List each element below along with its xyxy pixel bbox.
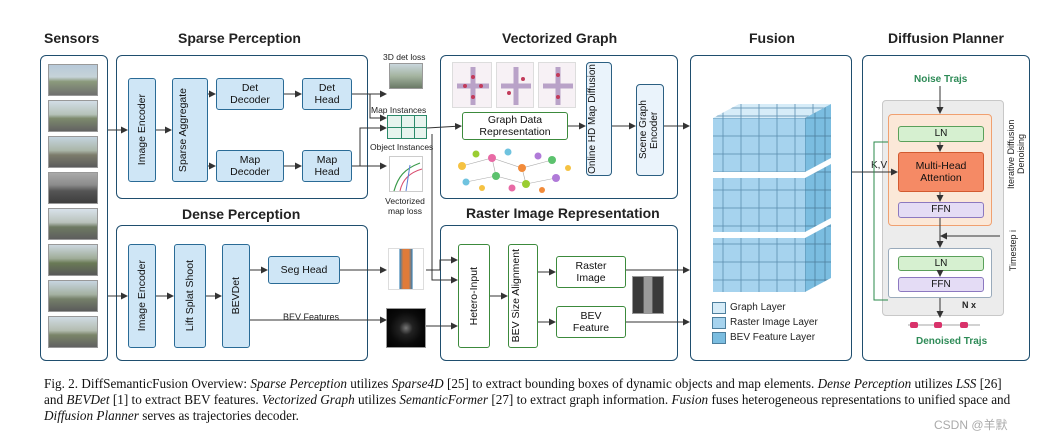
denoised-trajs-graphic <box>904 318 984 332</box>
sparse-perception-title: Sparse Perception <box>178 30 301 46</box>
graph-nodes-icon <box>543 67 573 105</box>
bev-size-alignment-block: BEV Size Alignment <box>508 244 538 348</box>
graph-nodes-icon <box>501 67 531 105</box>
dense-perception-title: Dense Perception <box>182 206 301 222</box>
scene-graph-encoder-block: Scene Graph Encoder <box>636 84 664 176</box>
map-loss-image <box>389 156 423 192</box>
det-decoder-block: Det Decoder <box>216 78 284 110</box>
sensor-image <box>48 136 98 168</box>
lift-splat-shoot-block: Lift Splat Shoot <box>174 244 206 348</box>
sensor-image <box>48 208 98 240</box>
sparse-image-encoder-block: Image Encoder <box>128 78 156 182</box>
diffusion-planner-title: Diffusion Planner <box>888 30 1004 46</box>
bevdet-block: BEVDet <box>222 244 250 348</box>
sensors-title: Sensors <box>44 30 100 46</box>
fusion-layers-icon <box>713 104 831 292</box>
sensor-image <box>48 316 98 348</box>
sensor-image <box>48 172 98 204</box>
sensor-image <box>48 244 98 276</box>
seg-output-image <box>388 248 424 290</box>
trajectory-dots-icon <box>908 322 980 328</box>
graph-layer-label: Graph Layer <box>730 302 786 313</box>
raster-image-block: Raster Image <box>556 256 626 288</box>
raster-image-thumbnail <box>632 276 664 314</box>
figure-caption: Fig. 2. DiffSemanticFusion Overview: Spa… <box>44 376 1011 423</box>
object-instances-label: Object Instances <box>370 142 434 152</box>
ffn-block-2: FFN <box>898 277 984 292</box>
bev-features-label: BEV Features <box>283 312 340 322</box>
map-head-block: Map Head <box>302 150 352 182</box>
graph-data-representation-block: Graph Data Representation <box>462 112 568 140</box>
graph-network-image <box>452 146 574 194</box>
raster-image-title: Raster Image Representation <box>466 205 660 221</box>
watermark: CSDN @羊默 <box>934 418 1008 432</box>
hetero-input-block: Hetero-Input <box>458 244 490 348</box>
kv-label: K,V <box>871 160 888 171</box>
graph-map-image <box>496 62 534 108</box>
vectorized-graph-title: Vectorized Graph <box>502 30 618 46</box>
raster-layer-label: Raster Image Layer <box>730 317 818 328</box>
scene-graph-icon <box>458 148 571 193</box>
bev-layer-swatch <box>712 332 726 344</box>
sensor-image <box>48 280 98 312</box>
noise-trajs-label: Noise Trajs <box>914 74 968 85</box>
n-times-label: N x <box>962 300 977 310</box>
sparse-aggregate-block: Sparse Aggregate <box>172 78 208 182</box>
graph-layer-swatch <box>712 302 726 314</box>
map-decoder-block: Map Decoder <box>216 150 284 182</box>
raster-layer-swatch <box>712 317 726 329</box>
map-instances-grid <box>387 115 427 139</box>
bev-feature-block: BEV Feature <box>556 306 626 338</box>
bev-layer-label: BEV Feature Layer <box>730 332 816 343</box>
vectorized-map-loss-label: Vectorized map loss <box>385 196 425 216</box>
det-loss-label: 3D det loss <box>383 52 426 62</box>
seg-head-block: Seg Head <box>268 256 340 284</box>
graph-map-image <box>538 62 576 108</box>
denoised-trajs-label: Denoised Trajs <box>916 336 988 347</box>
det-head-block: Det Head <box>302 78 352 110</box>
sensor-image <box>48 64 98 96</box>
graph-nodes-icon <box>457 67 489 105</box>
ln-block-1: LN <box>898 126 984 142</box>
map-instances-label: Map Instances <box>371 105 427 115</box>
det-loss-image <box>389 63 423 89</box>
fusion-title: Fusion <box>749 30 795 46</box>
fusion-cube <box>705 100 835 296</box>
graph-map-image <box>452 62 492 108</box>
dense-image-encoder-block: Image Encoder <box>128 244 156 348</box>
ffn-block-1: FFN <box>898 202 984 218</box>
connector-arrows <box>108 86 1000 330</box>
map-lines-icon <box>393 162 423 192</box>
sensor-image <box>48 100 98 132</box>
bev-features-image <box>386 308 426 348</box>
multi-head-attention-block: Multi-Head Attention <box>898 152 984 192</box>
online-hd-map-block: Online HD Map Diffusion <box>586 62 612 176</box>
